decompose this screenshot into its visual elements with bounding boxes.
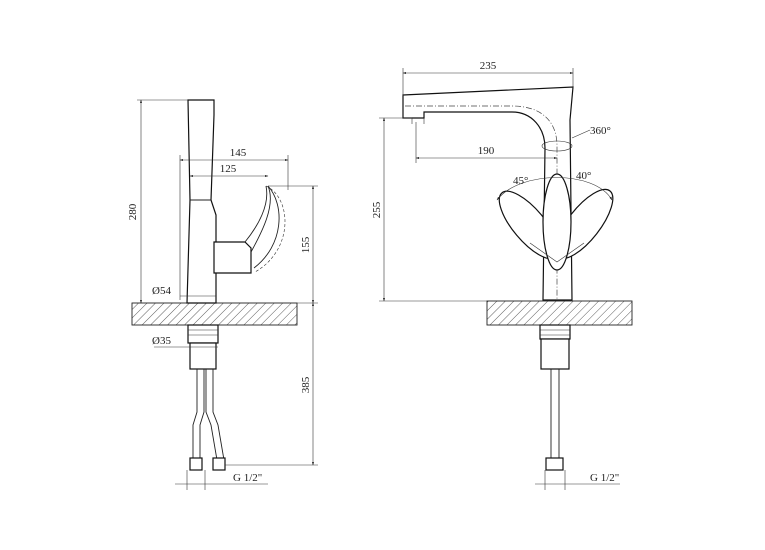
front-spout — [402, 86, 574, 301]
front-dim-235: 235 — [480, 60, 497, 72]
front-thread-shank — [539, 324, 571, 340]
side-dim-d54: Ø54 — [152, 285, 171, 297]
front-view: 45° 40° 235 190 255 360° G 1/2" — [371, 60, 633, 490]
front-dim-255: 255 — [371, 201, 383, 218]
front-thread-label: G 1/2" — [590, 472, 619, 484]
front-countertop — [486, 300, 633, 326]
side-dim-125: 125 — [220, 163, 237, 175]
side-spout-body — [186, 99, 217, 304]
side-dim-155: 155 — [300, 236, 312, 253]
front-dim-190: 190 — [478, 145, 495, 157]
side-view: 280 145 125 155 Ø54 Ø35 385 G 1/2" — [127, 99, 318, 490]
side-handle — [213, 241, 252, 274]
side-thread-label: G 1/2" — [233, 472, 262, 484]
front-rotation-label: 360° — [590, 125, 611, 137]
front-hose — [550, 369, 560, 460]
front-nut — [540, 338, 570, 370]
rotation-ellipse — [541, 140, 573, 152]
front-angle-45: 45° — [513, 175, 528, 187]
side-dim-d35: Ø35 — [152, 335, 171, 347]
side-countertop — [131, 302, 298, 326]
side-dim-385: 385 — [300, 376, 312, 393]
front-handle-center — [542, 173, 572, 271]
side-nut — [189, 342, 217, 370]
side-hose — [192, 369, 205, 460]
side-dim-145: 145 — [230, 147, 247, 159]
front-angle-40: 40° — [576, 170, 591, 182]
side-dim-280: 280 — [127, 203, 139, 220]
side-thread-shank — [187, 324, 219, 344]
